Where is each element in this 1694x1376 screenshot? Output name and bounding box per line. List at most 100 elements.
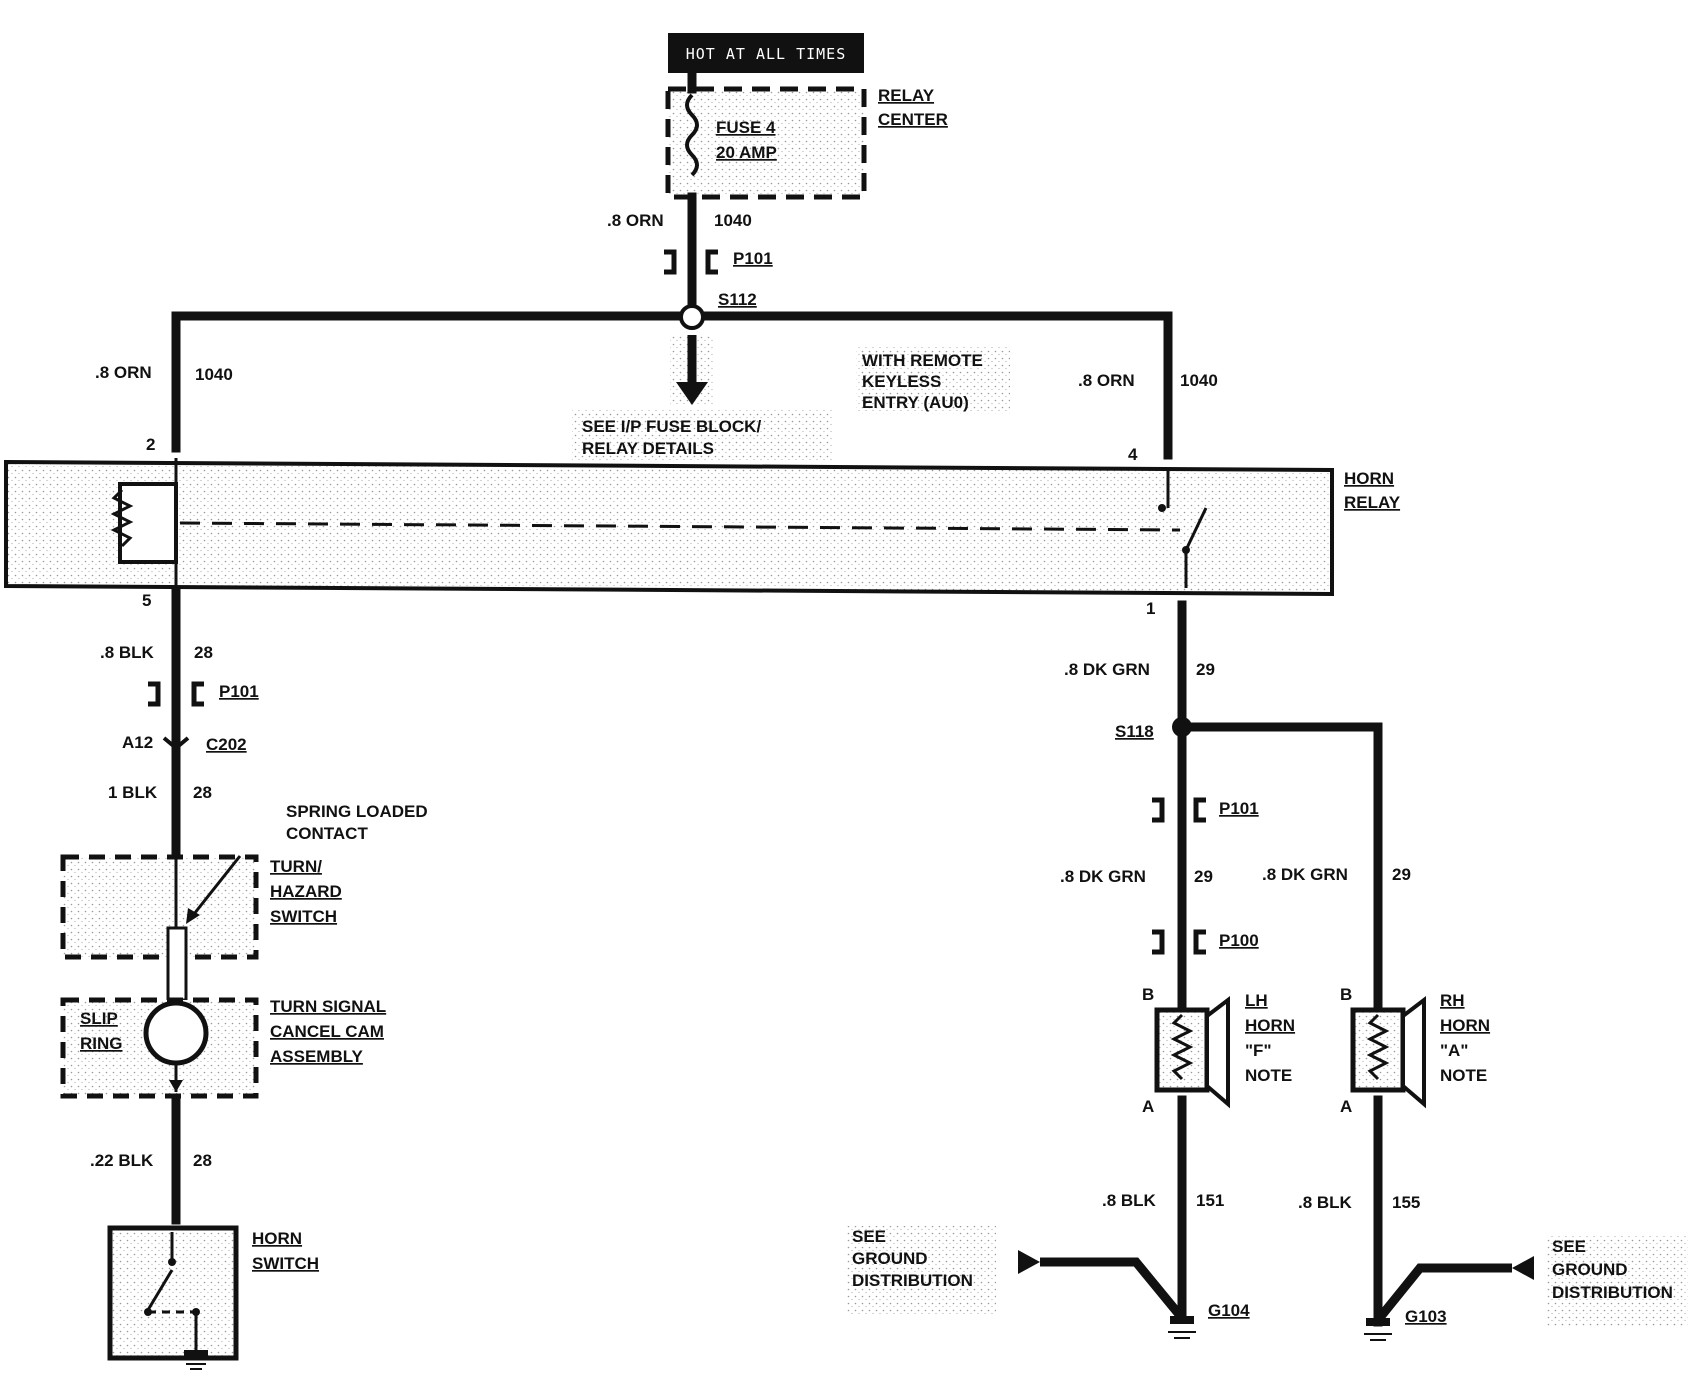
svg-text:SLIP: SLIP bbox=[80, 1009, 118, 1028]
svg-text:1040: 1040 bbox=[714, 211, 752, 230]
svg-text:HORN: HORN bbox=[252, 1229, 302, 1248]
ground-g103: G103 bbox=[1364, 1256, 1534, 1341]
connector-p101-left bbox=[148, 681, 204, 707]
svg-text:WITH REMOTE: WITH REMOTE bbox=[862, 351, 983, 370]
svg-text:20 AMP: 20 AMP bbox=[716, 143, 777, 162]
svg-text:28: 28 bbox=[193, 1151, 212, 1170]
svg-text:GROUND: GROUND bbox=[1552, 1260, 1628, 1279]
svg-text:SWITCH: SWITCH bbox=[270, 907, 337, 926]
svg-text:.8 BLK: .8 BLK bbox=[1102, 1191, 1157, 1210]
svg-text:B: B bbox=[1142, 985, 1154, 1004]
connector-p101-right bbox=[1152, 797, 1206, 823]
hot-at-all-times-box: HOT AT ALL TIMES bbox=[668, 33, 864, 73]
connector-p101-top bbox=[664, 249, 718, 275]
svg-text:TURN SIGNAL: TURN SIGNAL bbox=[270, 997, 386, 1016]
svg-text:.8 BLK: .8 BLK bbox=[100, 643, 155, 662]
svg-text:29: 29 bbox=[1194, 867, 1213, 886]
svg-text:5: 5 bbox=[142, 591, 151, 610]
svg-text:P101: P101 bbox=[219, 682, 259, 701]
svg-text:P100: P100 bbox=[1219, 931, 1259, 950]
svg-text:RELAY DETAILS: RELAY DETAILS bbox=[582, 439, 714, 458]
svg-text:SEE: SEE bbox=[852, 1227, 886, 1246]
svg-text:4: 4 bbox=[1128, 445, 1138, 464]
svg-text:RELAY: RELAY bbox=[1344, 493, 1401, 512]
svg-text:CANCEL CAM: CANCEL CAM bbox=[270, 1022, 384, 1041]
svg-text:A: A bbox=[1340, 1097, 1352, 1116]
svg-text:P101: P101 bbox=[1219, 799, 1259, 818]
svg-text:SEE I/P FUSE BLOCK/: SEE I/P FUSE BLOCK/ bbox=[582, 417, 761, 436]
svg-text:RH: RH bbox=[1440, 991, 1465, 1010]
horn-relay: HORN RELAY 2 4 5 1 bbox=[3, 435, 1401, 618]
see-ground-distribution-left: SEE GROUND DISTRIBUTION bbox=[846, 1226, 996, 1314]
svg-text:"F": "F" bbox=[1245, 1041, 1272, 1060]
svg-text:.22 BLK: .22 BLK bbox=[90, 1151, 154, 1170]
svg-text:DISTRIBUTION: DISTRIBUTION bbox=[1552, 1283, 1673, 1302]
svg-text:G103: G103 bbox=[1405, 1307, 1447, 1326]
svg-text:.8 DK GRN: .8 DK GRN bbox=[1060, 867, 1146, 886]
svg-text:P101: P101 bbox=[733, 249, 773, 268]
svg-text:RELAY: RELAY bbox=[878, 86, 935, 105]
svg-text:1 BLK: 1 BLK bbox=[108, 783, 158, 802]
svg-text:TURN/: TURN/ bbox=[270, 857, 322, 876]
svg-text:NOTE: NOTE bbox=[1245, 1066, 1292, 1085]
svg-text:1: 1 bbox=[1146, 599, 1155, 618]
see-ground-distribution-right: SEE GROUND DISTRIBUTION bbox=[1546, 1236, 1688, 1326]
connector-c202 bbox=[162, 736, 190, 751]
svg-text:.8 BLK: .8 BLK bbox=[1298, 1193, 1353, 1212]
rh-horn: B A RH HORN "A" NOTE bbox=[1340, 985, 1490, 1116]
svg-text:CONTACT: CONTACT bbox=[286, 824, 368, 843]
svg-text:A: A bbox=[1142, 1097, 1154, 1116]
svg-text:151: 151 bbox=[1196, 1191, 1224, 1210]
svg-text:CENTER: CENTER bbox=[878, 110, 948, 129]
svg-text:HORN: HORN bbox=[1440, 1016, 1490, 1035]
svg-text:28: 28 bbox=[194, 643, 213, 662]
connector-p100 bbox=[1152, 929, 1206, 955]
splice-s112: S112 bbox=[670, 290, 757, 405]
wires bbox=[171, 68, 1383, 1327]
svg-text:29: 29 bbox=[1392, 865, 1411, 884]
svg-text:.8 DK GRN: .8 DK GRN bbox=[1064, 660, 1150, 679]
svg-text:SPRING LOADED: SPRING LOADED bbox=[286, 802, 428, 821]
svg-text:KEYLESS: KEYLESS bbox=[862, 372, 941, 391]
svg-text:155: 155 bbox=[1392, 1193, 1420, 1212]
svg-text:1040: 1040 bbox=[1180, 371, 1218, 390]
svg-text:HAZARD: HAZARD bbox=[270, 882, 342, 901]
svg-text:1040: 1040 bbox=[195, 365, 233, 384]
svg-text:ASSEMBLY: ASSEMBLY bbox=[270, 1047, 364, 1066]
splice-s118: S118 bbox=[1115, 717, 1192, 741]
svg-text:29: 29 bbox=[1196, 660, 1215, 679]
svg-text:.8 ORN: .8 ORN bbox=[1078, 371, 1135, 390]
relay-center-fuse: FUSE 4 20 AMP RELAY CENTER bbox=[665, 86, 948, 200]
svg-text:ENTRY (AU0): ENTRY (AU0) bbox=[862, 393, 969, 412]
svg-text:2: 2 bbox=[146, 435, 155, 454]
ground-g104: G104 bbox=[1018, 1250, 1250, 1339]
horn-switch: HORN SWITCH bbox=[107, 1225, 319, 1370]
remote-keyless-entry-note: WITH REMOTE KEYLESS ENTRY (AU0) bbox=[856, 346, 1010, 414]
svg-text:RING: RING bbox=[80, 1034, 123, 1053]
svg-text:G104: G104 bbox=[1208, 1301, 1250, 1320]
svg-text:C202: C202 bbox=[206, 735, 247, 754]
svg-text:B: B bbox=[1340, 985, 1352, 1004]
svg-text:GROUND: GROUND bbox=[852, 1249, 928, 1268]
turn-hazard-switch: TURN/ HAZARD SWITCH SPRING LOADED CONTAC… bbox=[60, 802, 428, 1002]
svg-text:.8 ORN: .8 ORN bbox=[607, 211, 664, 230]
svg-text:HORN: HORN bbox=[1245, 1016, 1295, 1035]
svg-text:FUSE 4: FUSE 4 bbox=[716, 118, 776, 137]
svg-text:HORN: HORN bbox=[1344, 469, 1394, 488]
svg-text:.8 ORN: .8 ORN bbox=[95, 363, 152, 382]
see-ip-fuse-block-note: SEE I/P FUSE BLOCK/ RELAY DETAILS bbox=[572, 410, 832, 462]
svg-text:DISTRIBUTION: DISTRIBUTION bbox=[852, 1271, 973, 1290]
lh-horn: B A LH HORN "F" NOTE bbox=[1142, 985, 1295, 1116]
svg-text:LH: LH bbox=[1245, 991, 1268, 1010]
cancel-cam-assembly: SLIP RING TURN SIGNAL CANCEL CAM ASSEMBL… bbox=[60, 997, 386, 1099]
svg-text:SWITCH: SWITCH bbox=[252, 1254, 319, 1273]
svg-text:.8 DK GRN: .8 DK GRN bbox=[1262, 865, 1348, 884]
svg-text:SEE: SEE bbox=[1552, 1237, 1586, 1256]
svg-text:S118: S118 bbox=[1115, 722, 1154, 741]
svg-text:"A": "A" bbox=[1440, 1041, 1468, 1060]
svg-text:S112: S112 bbox=[718, 290, 757, 309]
svg-text:NOTE: NOTE bbox=[1440, 1066, 1487, 1085]
svg-text:28: 28 bbox=[193, 783, 212, 802]
